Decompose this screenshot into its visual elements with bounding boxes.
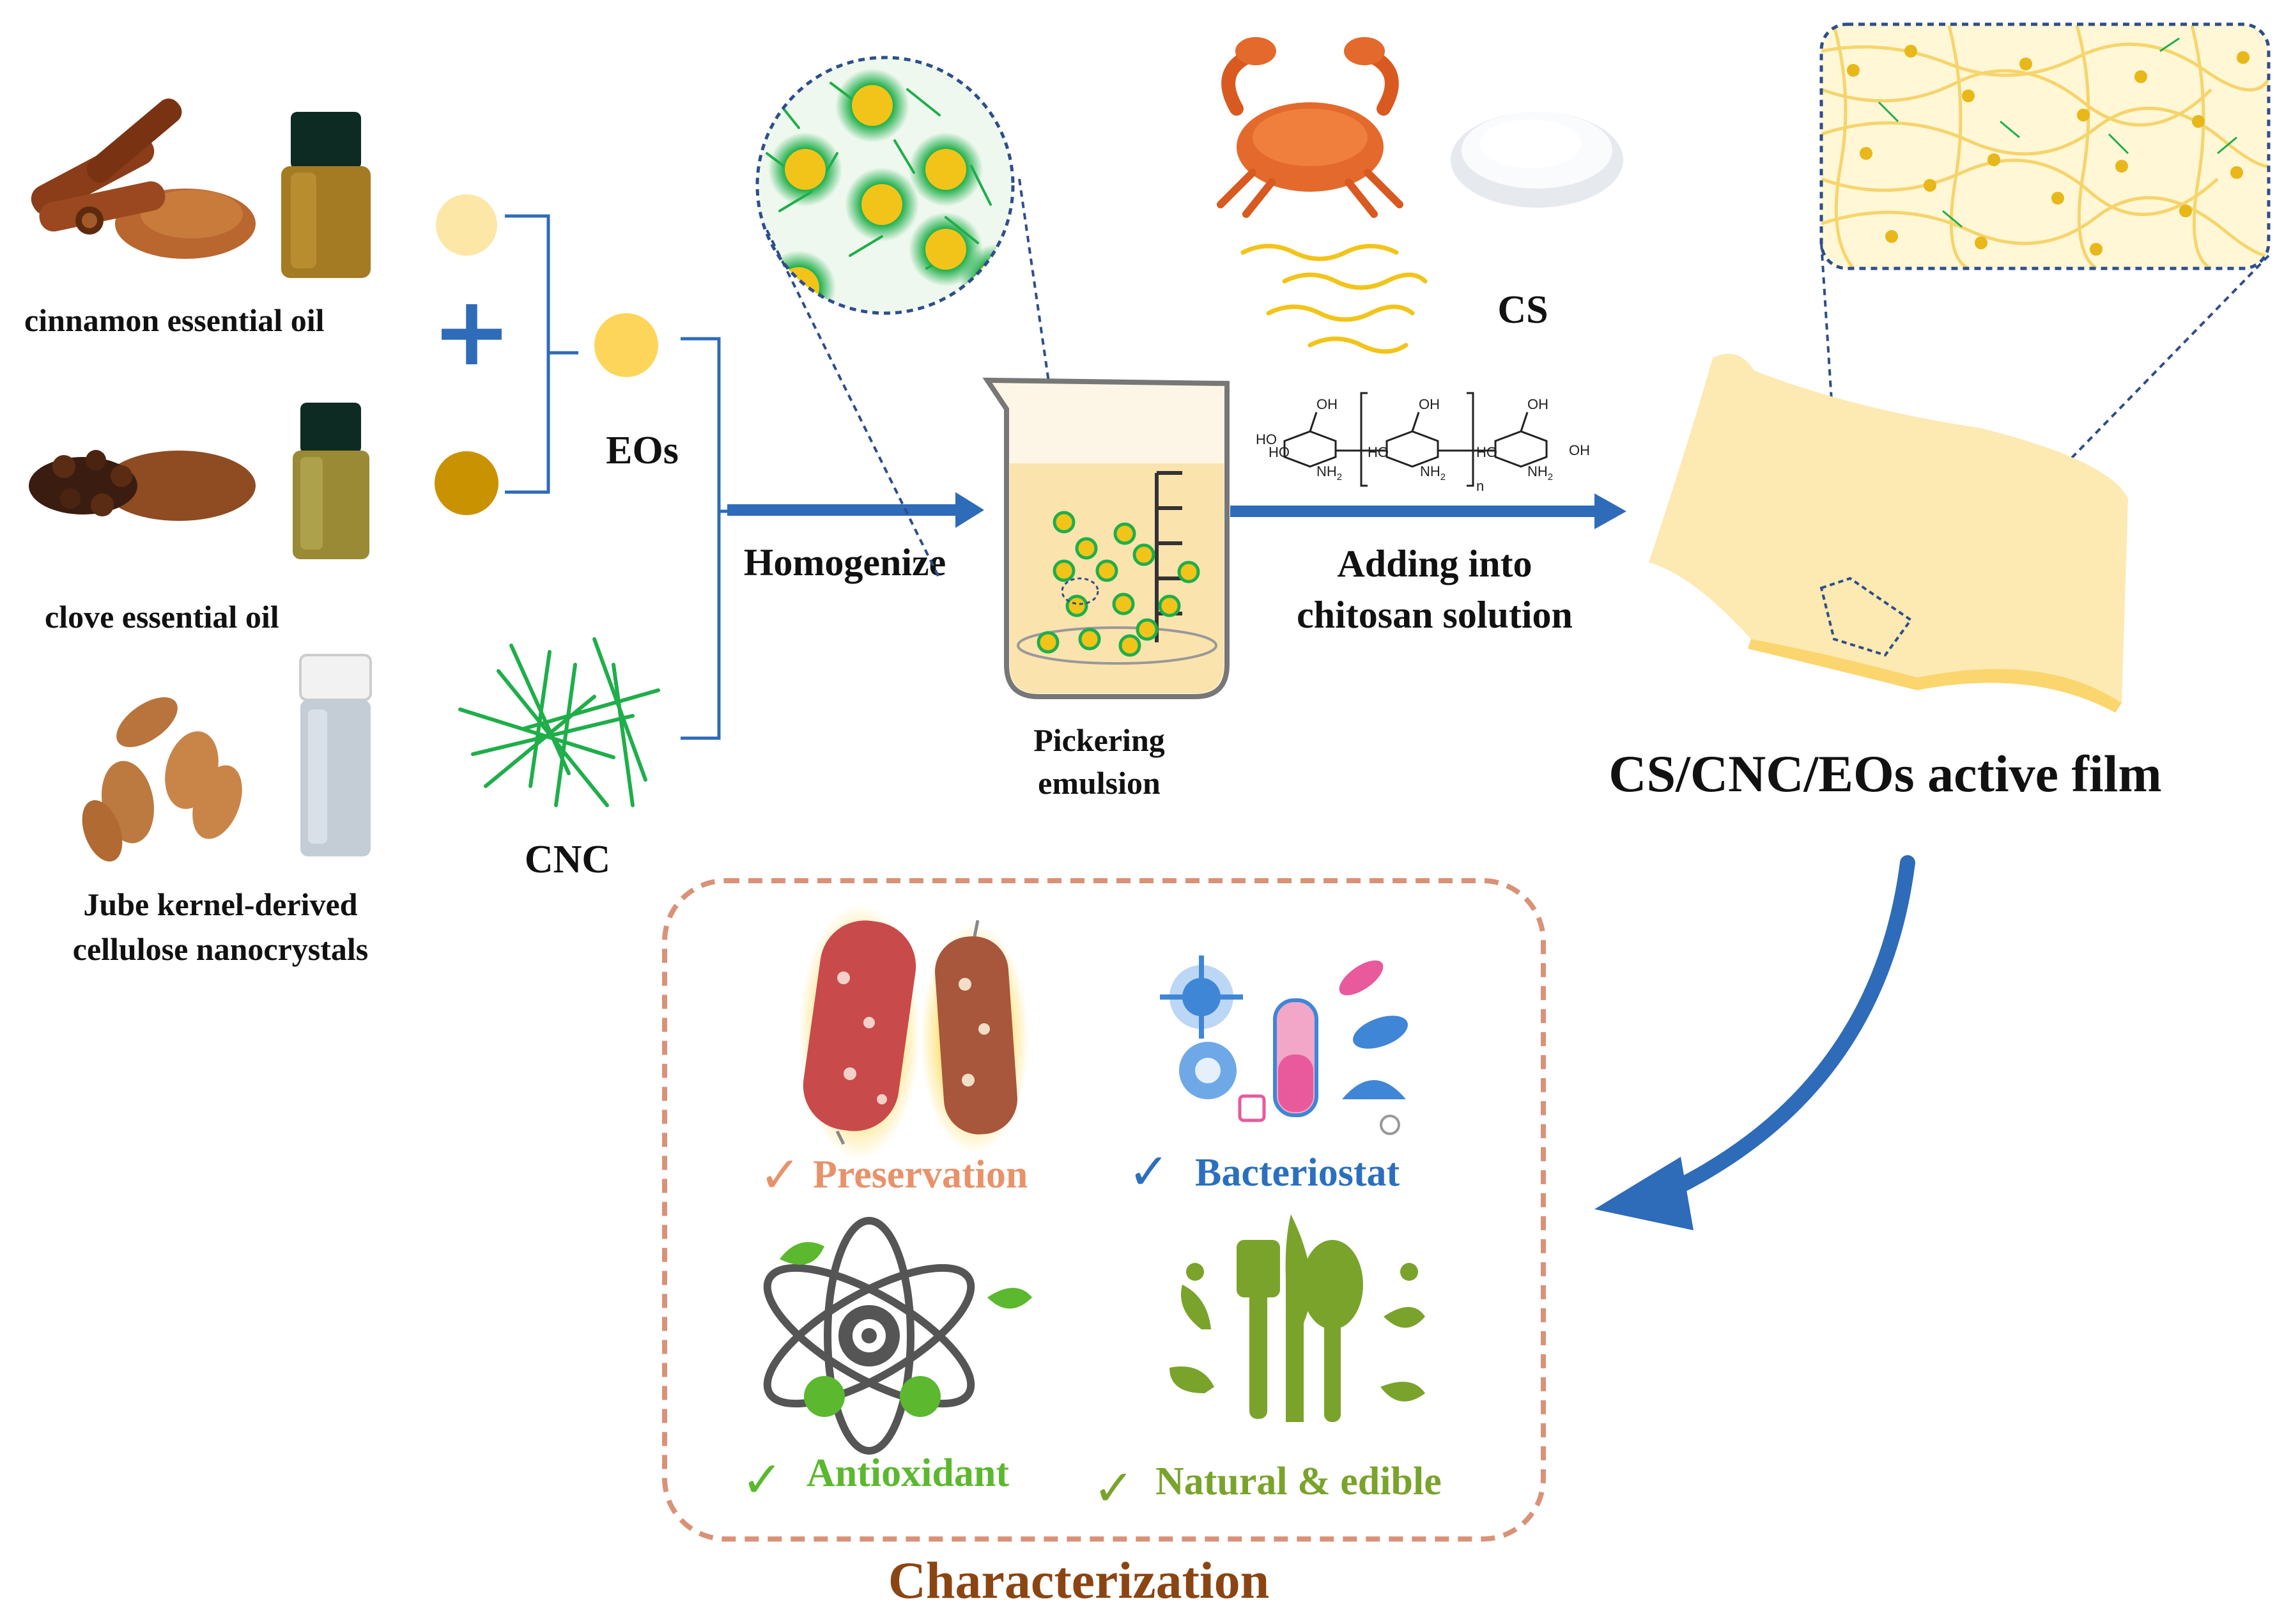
preservation-check-icon: ✓ [759,1147,801,1204]
svg-text:HO: HO [1476,444,1497,460]
adding-label-line1: Adding into [1337,543,1532,585]
svg-text:OH: OH [1527,396,1548,412]
svg-text:NH2: NH2 [1420,463,1446,483]
clove-oil-label: clove essential oil [45,599,279,635]
chitosan-chains [1240,244,1428,354]
film-title: CS/CNC/EOs active film [1609,745,2161,803]
svg-text:OH: OH [1316,396,1338,412]
film-sheet-edge [1748,639,2122,713]
main-bracket [681,337,721,740]
adding-arrow-head [1594,493,1626,529]
svg-text:OH: OH [1419,396,1440,412]
adding-label-line2: chitosan solution [1297,594,1573,636]
svg-text:OH: OH [1569,442,1590,458]
homogenize-label: Homogenize [744,541,946,584]
jube-kernel-image [82,697,242,862]
clove-image [29,450,256,521]
svg-text:NH2: NH2 [1527,463,1553,483]
curved-arrow [1667,855,1915,1196]
cs-label: CS [1497,288,1548,332]
eos-label: EOs [606,429,679,472]
crab-image [1217,37,1403,218]
preservation-label: Preservation [813,1153,1028,1196]
svg-text:HO: HO [1256,431,1277,447]
chitosan-structure-labels: OH OH OH HO HO HO HO OH NH2 NH2 NH2 n [1256,396,1590,494]
zoom-line-left [766,229,941,579]
pickering-label-line1: Pickering [1033,722,1165,758]
bacteriostat-icon [1160,955,1408,1135]
svg-text:HO: HO [1269,444,1290,460]
antioxidant-label: Antioxidant [806,1451,1009,1495]
film-sheet [1649,353,2128,703]
emulsion-zoom-circle [755,56,1015,315]
cinnamon-oil-drop [436,194,497,256]
jube-label-line1: Jube kernel-derived [83,886,357,922]
cinnamon-oil-label: cinnamon essential oil [24,302,325,338]
natural-edible-label: Natural & edible [1155,1460,1442,1503]
eos-drop [594,313,658,377]
cinnamon-oil-bottle-image [281,112,371,278]
natural-edible-icon [1169,1214,1425,1422]
chitosan-structure [1283,392,1548,487]
cnc-needles [458,637,660,807]
jube-label-line2: cellulose nanocrystals [73,931,368,967]
film-zoom-box [1819,22,2271,270]
clove-oil-bottle-image [293,403,369,559]
svg-text:HO: HO [1368,444,1389,460]
cnc-vial-image [299,654,372,856]
beaker [982,377,1230,699]
svg-text:NH2: NH2 [1316,463,1342,483]
antioxidant-check-icon: ✓ [741,1451,783,1509]
sausage-icon [799,904,1029,1160]
characterization-box [662,878,1546,1542]
cnc-label: CNC [525,838,610,881]
film-sample-region [1819,576,1913,657]
characterization-title: Characterization [888,1551,1270,1609]
svg-text:n: n [1476,478,1484,494]
clove-oil-drop [435,451,498,515]
homogenize-arrow-head [955,492,984,528]
pickering-label-line2: emulsion [1038,765,1161,801]
bacteriostat-check-icon: ✓ [1128,1143,1169,1201]
natural-edible-check-icon: ✓ [1093,1460,1134,1517]
cinnamon-image [31,98,256,259]
chitosan-powder-image [1451,112,1623,208]
antioxidant-icon [763,1217,1032,1455]
curved-arrow-head [1594,1157,1694,1230]
plus-sign: + [431,276,512,387]
bacteriostat-label: Bacteriostat [1195,1151,1400,1195]
